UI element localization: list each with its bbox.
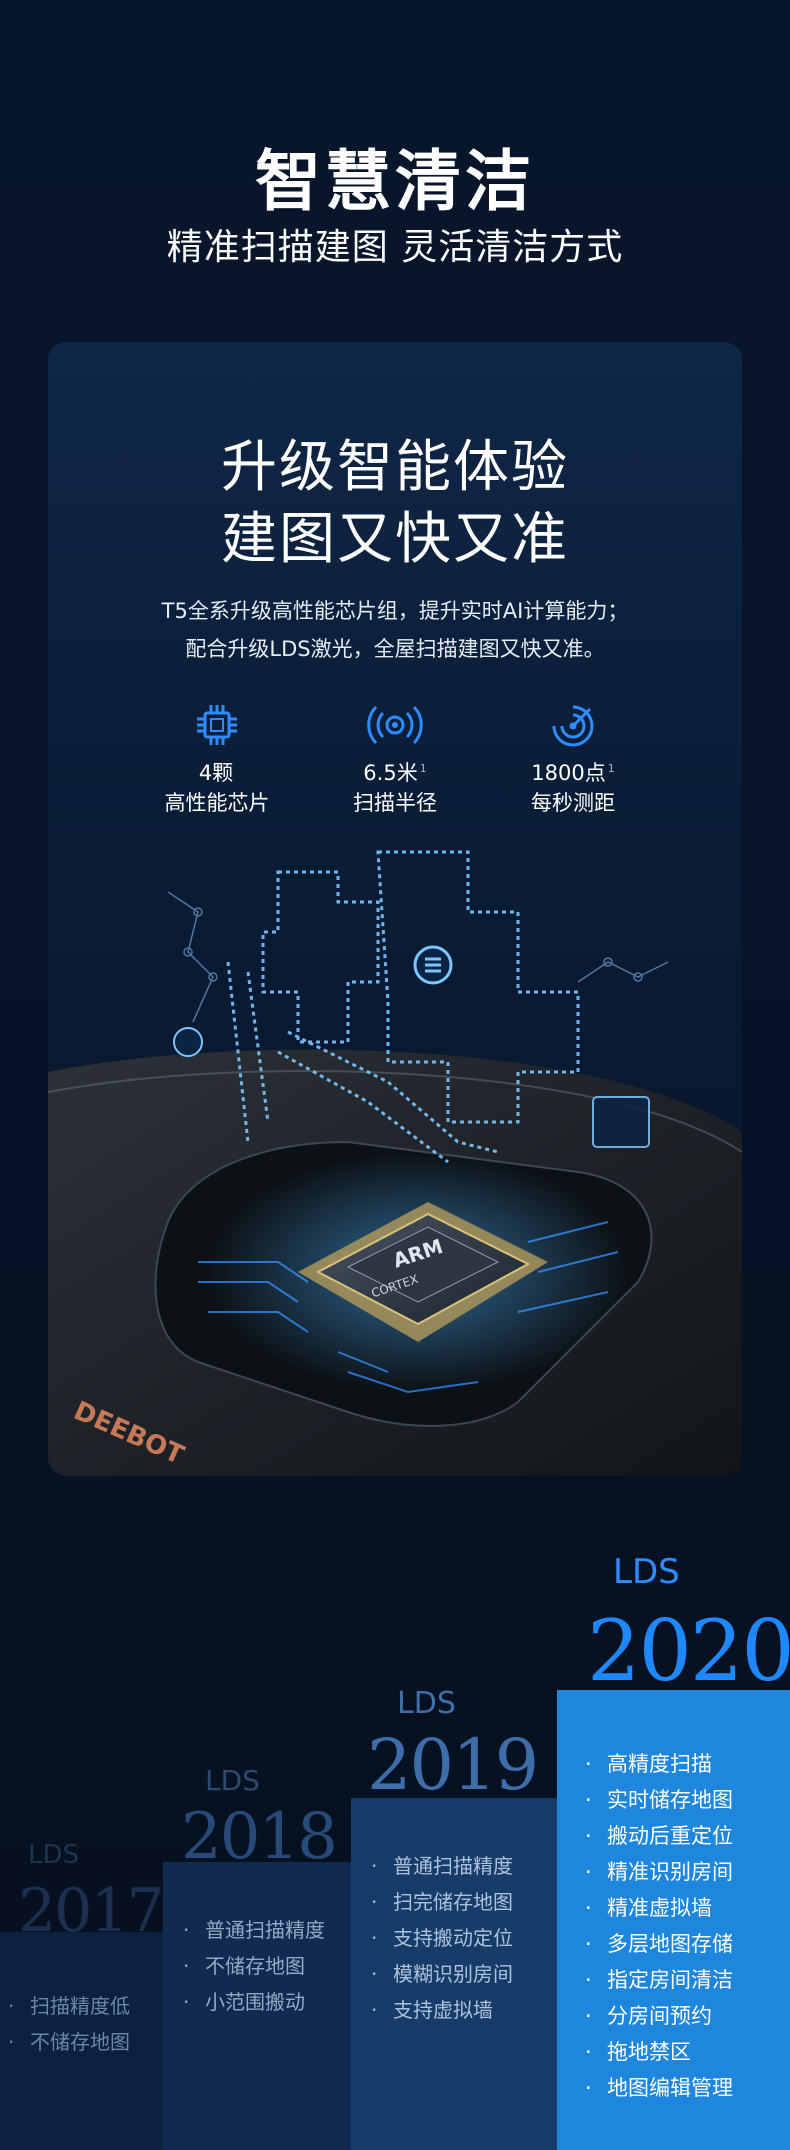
feature-item: 扫描精度低 <box>4 1988 130 2024</box>
timeline-bar-2018: LDS 2018 普通扫描精度不储存地图小范围搬动 <box>163 1764 351 2150</box>
lds-label: LDS <box>205 1764 260 1797</box>
year-label: 2020 <box>587 1602 790 1700</box>
stat-label: 每秒测距 <box>531 791 615 815</box>
card-desc-line-2: 配合升级LDS激光，全屋扫描建图又快又准。 <box>185 637 605 661</box>
year-label: 2018 <box>181 1800 338 1874</box>
feature-item: 不储存地图 <box>4 2024 130 2060</box>
feature-item: 多层地图存储 <box>581 1926 733 1962</box>
feature-item: 不储存地图 <box>179 1948 325 1984</box>
feature-item: 支持搬动定位 <box>367 1920 513 1956</box>
timeline-bar-2017: LDS 2017 扫描精度低不储存地图 <box>0 1840 165 2150</box>
hologram-map <box>226 850 580 1164</box>
year-label: 2017 <box>18 1876 165 1946</box>
feature-item: 精准识别房间 <box>581 1854 733 1890</box>
lds-label: LDS <box>397 1686 456 1721</box>
feature-item: 拖地禁区 <box>581 2034 733 2070</box>
signal-icon <box>367 705 423 745</box>
feature-item: 普通扫描精度 <box>367 1848 513 1884</box>
card-description: T5全系升级高性能芯片组，提升实时AI计算能力； 配合升级LDS激光，全屋扫描建… <box>48 592 742 668</box>
timeline-bar-2020: LDS 2020 高精度扫描实时储存地图搬动后重定位精准识别房间精准虚拟墙多层地… <box>557 1552 790 2150</box>
feature-list: 普通扫描精度扫完储存地图支持搬动定位模糊识别房间支持虚拟墙 <box>367 1848 513 2028</box>
robot-chip-illustration: ARM CORTEX DEEBOT <box>48 850 742 1476</box>
year-label: 2019 <box>367 1724 539 1806</box>
stat-value: 4颗 <box>198 761 234 785</box>
card-title-line-1: 升级智能体验 <box>221 435 569 500</box>
feature-item: 支持虚拟墙 <box>367 1992 513 2028</box>
timeline-bar-2019: LDS 2019 普通扫描精度扫完储存地图支持搬动定位模糊识别房间支持虚拟墙 <box>351 1686 557 2150</box>
feature-item: 高精度扫描 <box>581 1746 733 1782</box>
feature-item: 小范围搬动 <box>179 1984 325 2020</box>
feature-item: 搬动后重定位 <box>581 1818 733 1854</box>
feature-item: 分房间预约 <box>581 1998 733 2034</box>
feature-list: 高精度扫描实时储存地图搬动后重定位精准识别房间精准虚拟墙多层地图存储指定房间清洁… <box>581 1746 733 2106</box>
feature-item: 普通扫描精度 <box>179 1912 325 1948</box>
feature-card: 升级智能体验 建图又快又准 T5全系升级高性能芯片组，提升实时AI计算能力； 配… <box>48 342 742 1476</box>
hero-subtitle: 精准扫描建图 灵活清洁方式 <box>166 227 624 268</box>
radar-icon <box>552 705 594 747</box>
lds-label: LDS <box>28 1840 80 1870</box>
data-nodes <box>167 891 669 1023</box>
feature-item: 地图编辑管理 <box>581 2070 733 2106</box>
stat-label: 高性能芯片 <box>164 791 270 815</box>
hero-title: 智慧清洁 <box>255 143 535 220</box>
stat-label: 扫描半径 <box>353 791 437 815</box>
chip-icon <box>197 705 237 745</box>
lds-label: LDS <box>613 1552 680 1592</box>
feature-item: 精准虚拟墙 <box>581 1890 733 1926</box>
feature-list: 扫描精度低不储存地图 <box>4 1988 130 2060</box>
feature-item: 实时储存地图 <box>581 1782 733 1818</box>
feature-list: 普通扫描精度不储存地图小范围搬动 <box>179 1912 325 2020</box>
feature-item: 模糊识别房间 <box>367 1956 513 1992</box>
card-desc-line-1: T5全系升级高性能芯片组，提升实时AI计算能力； <box>161 599 629 623</box>
feature-item: 扫完储存地图 <box>367 1884 513 1920</box>
hologram-panel <box>592 1096 650 1148</box>
stat-chips: 4颗 高性能芯片 <box>128 702 306 818</box>
card-title: 升级智能体验 建图又快又准 <box>48 432 742 576</box>
feature-item: 指定房间清洁 <box>581 1962 733 1998</box>
card-title-line-2: 建图又快又准 <box>221 507 569 572</box>
